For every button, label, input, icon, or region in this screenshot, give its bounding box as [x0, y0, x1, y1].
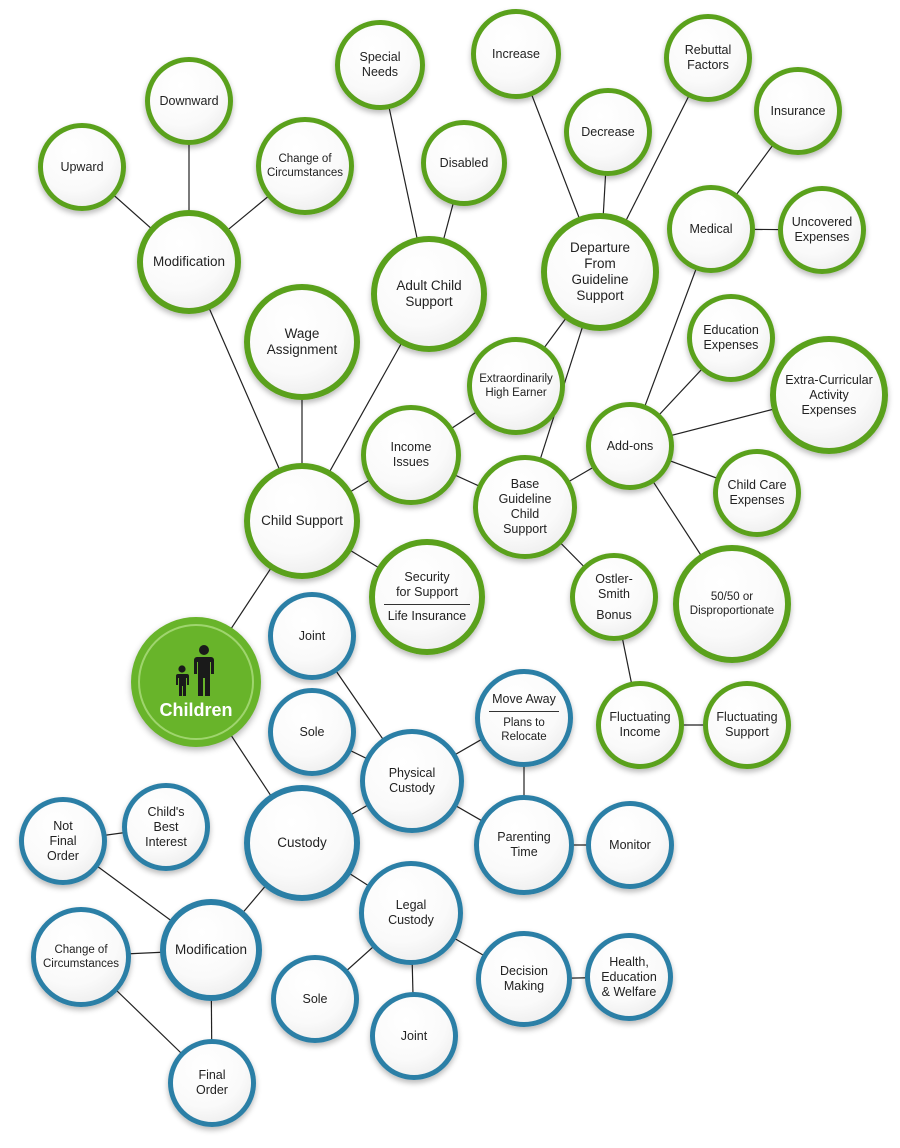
adult-child-support-node[interactable]: Adult Child Support	[371, 236, 487, 352]
fluctuating-support-node[interactable]: Fluctuating Support	[703, 681, 791, 769]
child-support-node[interactable]: Child Support	[244, 463, 360, 579]
ostler-smith-bonus-node[interactable]: Ostler-Smith Bonus	[570, 553, 658, 641]
departure-from-guideline-node[interactable]: Departure From Guideline Support	[541, 213, 659, 331]
modification-custody-node[interactable]: Modification	[160, 899, 262, 1001]
security-for-support-node[interactable]: Security for Support Life Insurance	[369, 539, 485, 655]
extraordinarily-high-earner-node[interactable]: Extraordinarily High Earner	[467, 337, 565, 435]
monitor-node[interactable]: Monitor	[586, 801, 674, 889]
joint-legal-node[interactable]: Joint	[370, 992, 458, 1080]
special-needs-node[interactable]: Special Needs	[335, 20, 425, 110]
insurance-node[interactable]: Insurance	[754, 67, 842, 155]
sole-physical-node[interactable]: Sole	[268, 688, 356, 776]
base-guideline-node[interactable]: Base Guideline Child Support	[473, 455, 577, 559]
education-expenses-node[interactable]: Education Expenses	[687, 294, 775, 382]
not-final-order-node[interactable]: Not Final Order	[19, 797, 107, 885]
joint-physical-node[interactable]: Joint	[268, 592, 356, 680]
divider	[489, 711, 559, 712]
divider	[384, 604, 470, 605]
uncovered-expenses-node[interactable]: Uncovered Expenses	[778, 186, 866, 274]
final-order-node[interactable]: Final Order	[168, 1039, 256, 1127]
root-label: Children	[159, 699, 233, 720]
income-issues-node[interactable]: Income Issues	[361, 405, 461, 505]
change-of-circumstances-custody-node[interactable]: Change of Circumstances	[31, 907, 131, 1007]
decision-making-node[interactable]: Decision Making	[476, 931, 572, 1027]
parent-child-icon	[176, 644, 214, 696]
modification-node[interactable]: Modification	[137, 210, 241, 314]
downward-node[interactable]: Downward	[145, 57, 233, 145]
upward-node[interactable]: Upward	[38, 123, 126, 211]
medical-node[interactable]: Medical	[667, 185, 755, 273]
decrease-node[interactable]: Decrease	[564, 88, 652, 176]
fluctuating-income-node[interactable]: Fluctuating Income	[596, 681, 684, 769]
sole-legal-node[interactable]: Sole	[271, 955, 359, 1043]
child-care-expenses-node[interactable]: Child Care Expenses	[713, 449, 801, 537]
extra-curricular-node[interactable]: Extra-Curricular Activity Expenses	[770, 336, 888, 454]
health-education-welfare-node[interactable]: Health, Education & Welfare	[585, 933, 673, 1021]
parenting-time-node[interactable]: Parenting Time	[474, 795, 574, 895]
custody-node[interactable]: Custody	[244, 785, 360, 901]
change-of-circumstances-support-node[interactable]: Change of Circumstances	[256, 117, 354, 215]
root-children-node[interactable]: Children	[131, 617, 261, 747]
fifty-fifty-node[interactable]: 50/50 or Disproportionate	[673, 545, 791, 663]
move-away-node[interactable]: Move Away Plans to Relocate	[475, 669, 573, 767]
childs-best-interest-node[interactable]: Child's Best Interest	[122, 783, 210, 871]
add-ons-node[interactable]: Add-ons	[586, 402, 674, 490]
increase-node[interactable]: Increase	[471, 9, 561, 99]
wage-assignment-node[interactable]: Wage Assignment	[244, 284, 360, 400]
physical-custody-node[interactable]: Physical Custody	[360, 729, 464, 833]
legal-custody-node[interactable]: Legal Custody	[359, 861, 463, 965]
rebuttal-factors-node[interactable]: Rebuttal Factors	[664, 14, 752, 102]
disabled-node[interactable]: Disabled	[421, 120, 507, 206]
